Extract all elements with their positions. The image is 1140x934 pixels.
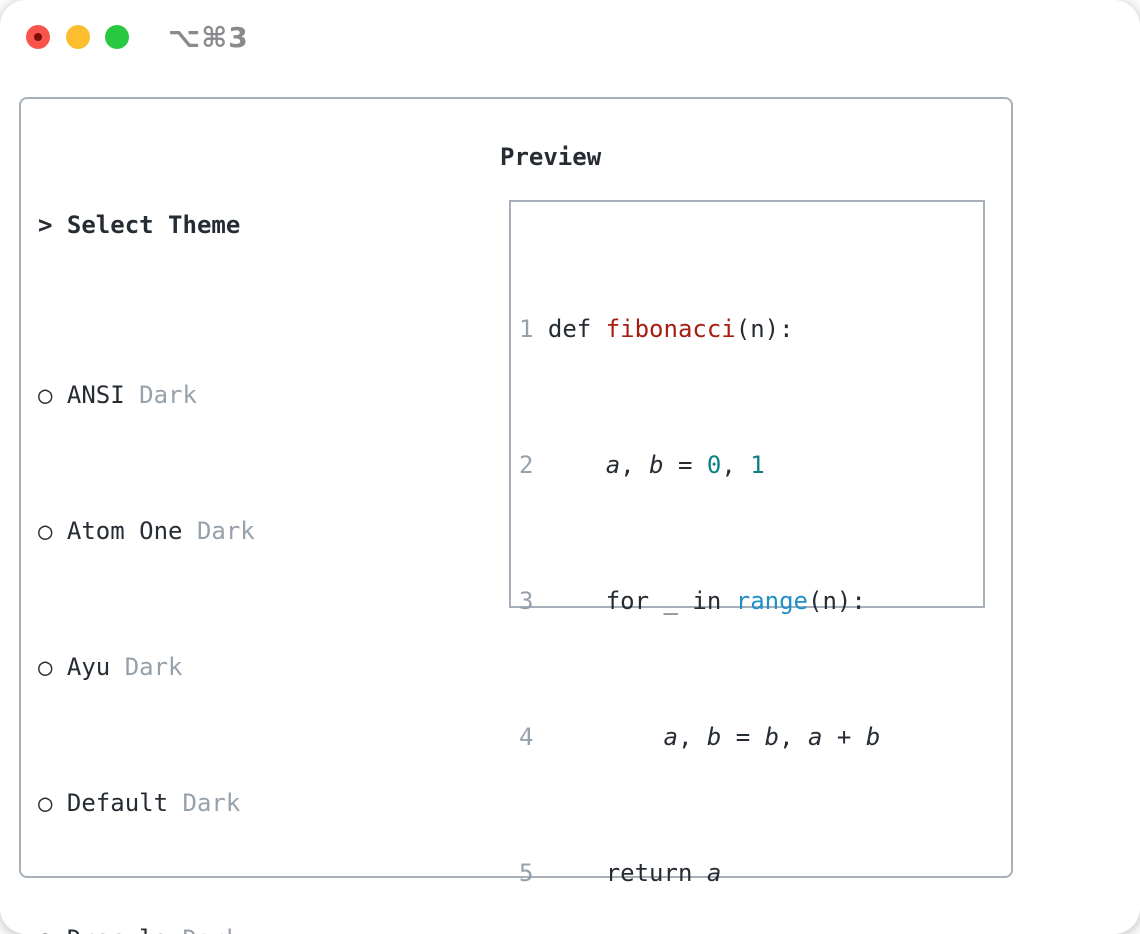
code-line: 3 for _ in range(n): xyxy=(519,587,866,615)
theme-item[interactable]: ○ Ayu Dark xyxy=(38,650,443,684)
preview-pane: 1 def fibonacci(n): 2 a, b = 0, 1 3 for … xyxy=(509,200,985,887)
unsaved-changes-dot xyxy=(34,33,42,41)
theme-name: Dracula xyxy=(67,925,183,934)
theme-item[interactable]: ○ Dracula Dark xyxy=(38,922,443,934)
line-number: 2 xyxy=(519,451,548,479)
preview-title: Preview xyxy=(500,143,602,171)
gap xyxy=(519,924,967,934)
theme-variant: Dark xyxy=(139,381,197,409)
select-theme-header: > Select Theme xyxy=(38,208,443,242)
theme-variant: Dark xyxy=(183,925,241,934)
code-preview: 1 def fibonacci(n): 2 a, b = 0, 1 3 for … xyxy=(519,244,967,934)
radio-icon: ○ xyxy=(38,517,67,545)
line-number: 3 xyxy=(519,587,548,615)
theme-name: Atom One xyxy=(66,517,197,545)
zoom-button[interactable] xyxy=(105,25,129,49)
theme-variant: Dark xyxy=(124,653,183,681)
radio-icon: ○ xyxy=(38,653,67,681)
theme-name: Default xyxy=(66,789,183,817)
theme-name: ANSI xyxy=(66,381,140,409)
prompt-caret-icon: > xyxy=(38,211,53,239)
theme-item[interactable]: ○ ANSI Dark xyxy=(38,378,443,412)
radio-icon: ○ xyxy=(38,381,67,409)
window-title: ⌥⌘3 xyxy=(168,21,249,54)
radio-icon: ○ xyxy=(38,789,67,817)
theme-variant: Dark xyxy=(182,789,241,817)
close-button[interactable] xyxy=(26,25,50,49)
theme-item[interactable]: ○ Default Dark xyxy=(38,786,443,820)
code-line: 2 a, b = 0, 1 xyxy=(519,451,765,479)
code-line: 5 return a xyxy=(519,859,722,887)
line-number: 5 xyxy=(519,859,548,887)
theme-picker: > Select Theme ○ ANSI Dark ○ Atom One Da… xyxy=(38,140,443,934)
theme-variant: Dark xyxy=(196,517,255,545)
theme-name: Ayu xyxy=(66,653,125,681)
theme-item[interactable]: ○ Atom One Dark xyxy=(38,514,443,548)
line-number: 4 xyxy=(519,723,548,751)
code-line: 4 a, b = b, a + b xyxy=(519,723,881,751)
minimize-button[interactable] xyxy=(66,25,90,49)
radio-icon: ○ xyxy=(38,925,67,934)
code-line: 1 def fibonacci(n): xyxy=(519,315,794,343)
line-number: 1 xyxy=(519,315,548,343)
theme-list: ○ ANSI Dark ○ Atom One Dark ○ Ayu Dark ○… xyxy=(38,310,443,934)
select-theme-title: Select Theme xyxy=(66,211,241,239)
